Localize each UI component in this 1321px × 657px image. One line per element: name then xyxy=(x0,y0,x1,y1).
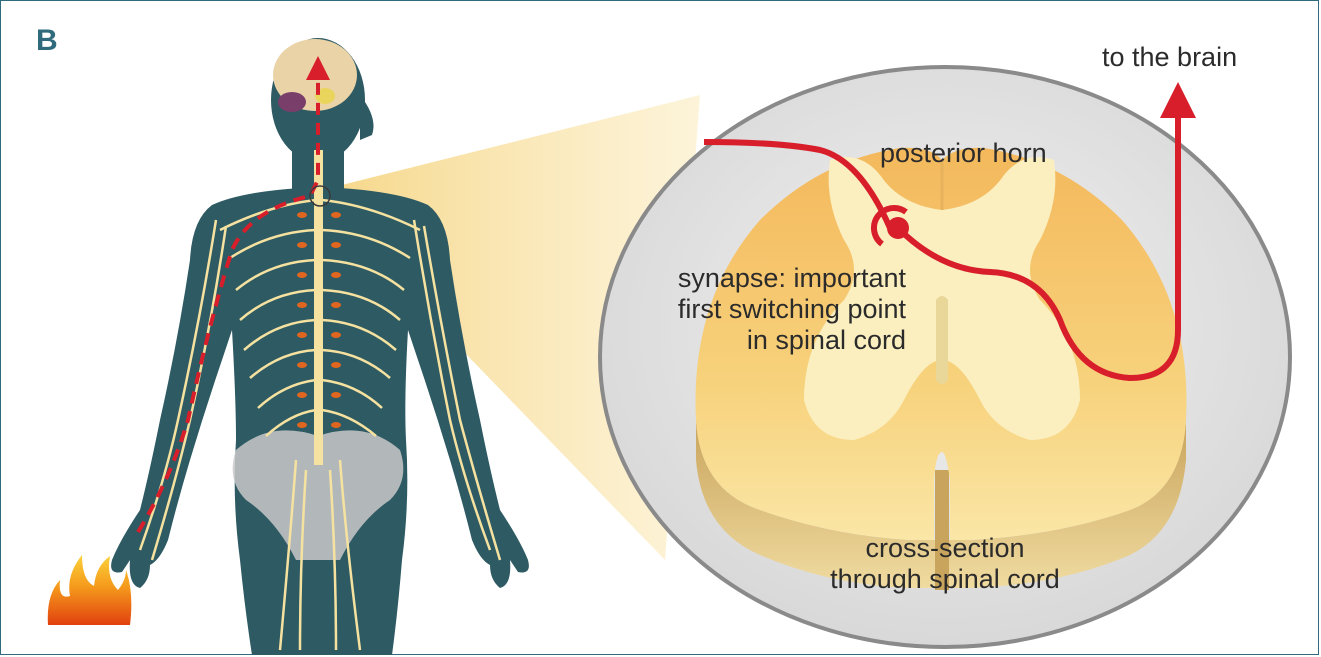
spinal-cord-cross-section xyxy=(696,148,1187,590)
spinal-cord xyxy=(314,150,323,465)
label-synapse-line1: synapse: important xyxy=(598,263,906,294)
label-cross-section-line2: through spinal cord xyxy=(780,564,1110,595)
label-to-the-brain: to the brain xyxy=(1102,42,1237,73)
arrow-up-icon xyxy=(1160,82,1196,118)
label-cross-section: cross-section through spinal cord xyxy=(780,533,1110,595)
label-synapse-line2: first switching point xyxy=(598,294,906,325)
label-synapse: synapse: important first switching point… xyxy=(598,263,906,356)
label-posterior-horn: posterior horn xyxy=(880,138,1047,169)
label-synapse-line3: in spinal cord xyxy=(598,325,906,356)
label-cross-section-line1: cross-section xyxy=(780,533,1110,564)
panel-letter: B xyxy=(36,24,58,58)
